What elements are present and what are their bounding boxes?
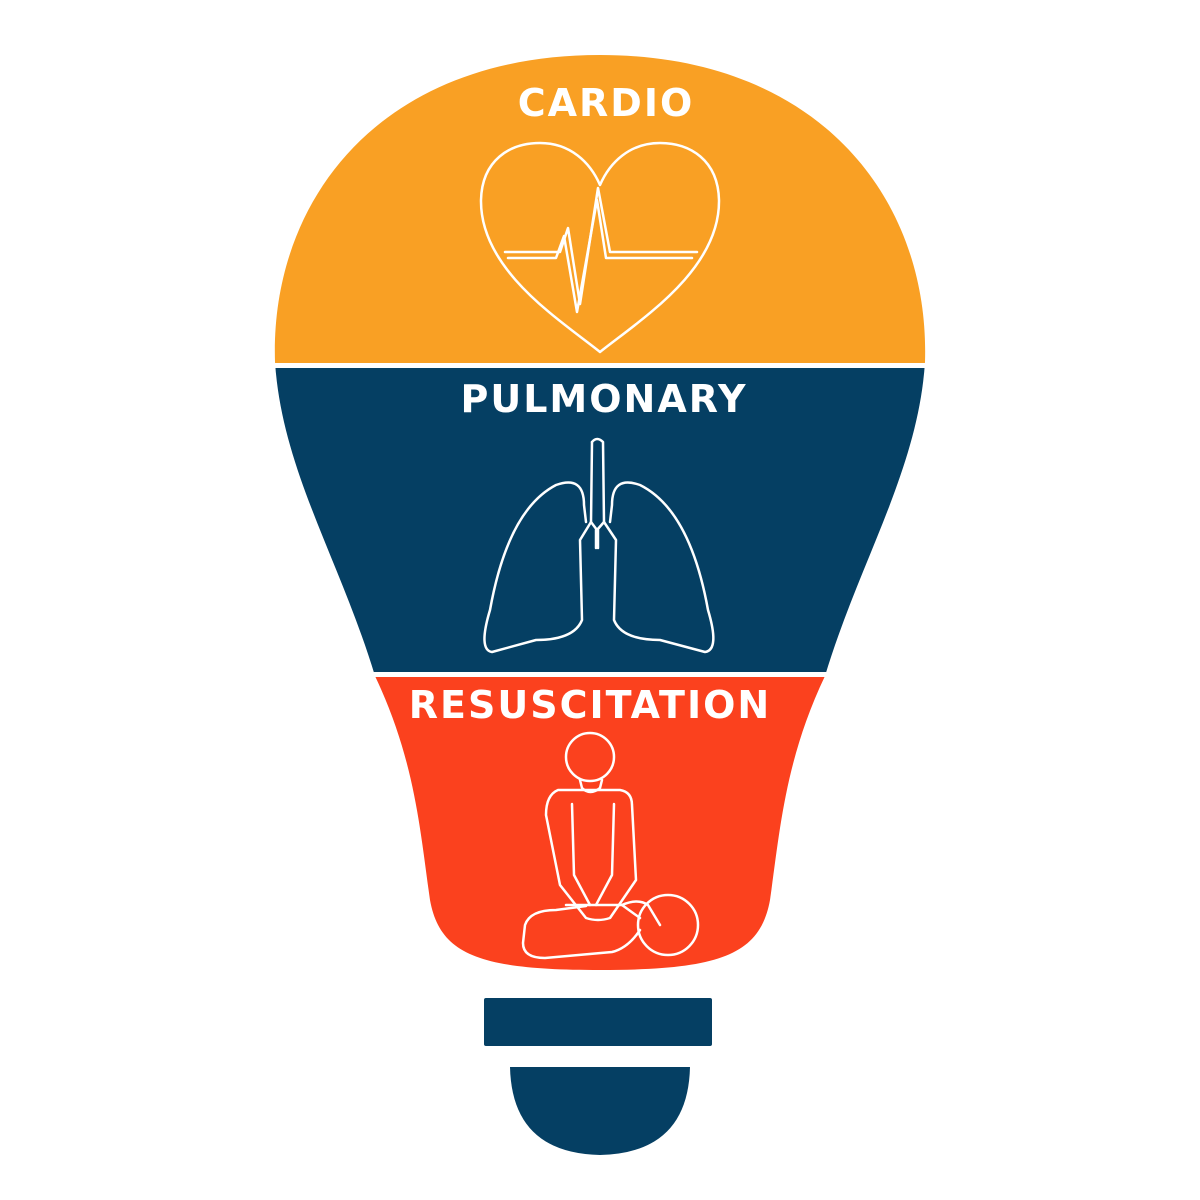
lungs-icon (483, 437, 715, 654)
resuscitation-label: RESUSCITATION (409, 683, 771, 727)
pulmonary-band (274, 368, 926, 672)
bulb-base-bar (484, 998, 712, 1046)
bulb-base-cap (510, 1067, 690, 1155)
cardio-label: CARDIO (518, 81, 695, 125)
cpr-icon (521, 731, 700, 960)
cardio-band (274, 55, 926, 363)
heart-pulse-icon (479, 141, 721, 354)
pulmonary-label: PULMONARY (461, 377, 748, 421)
bulb-body (274, 55, 926, 970)
